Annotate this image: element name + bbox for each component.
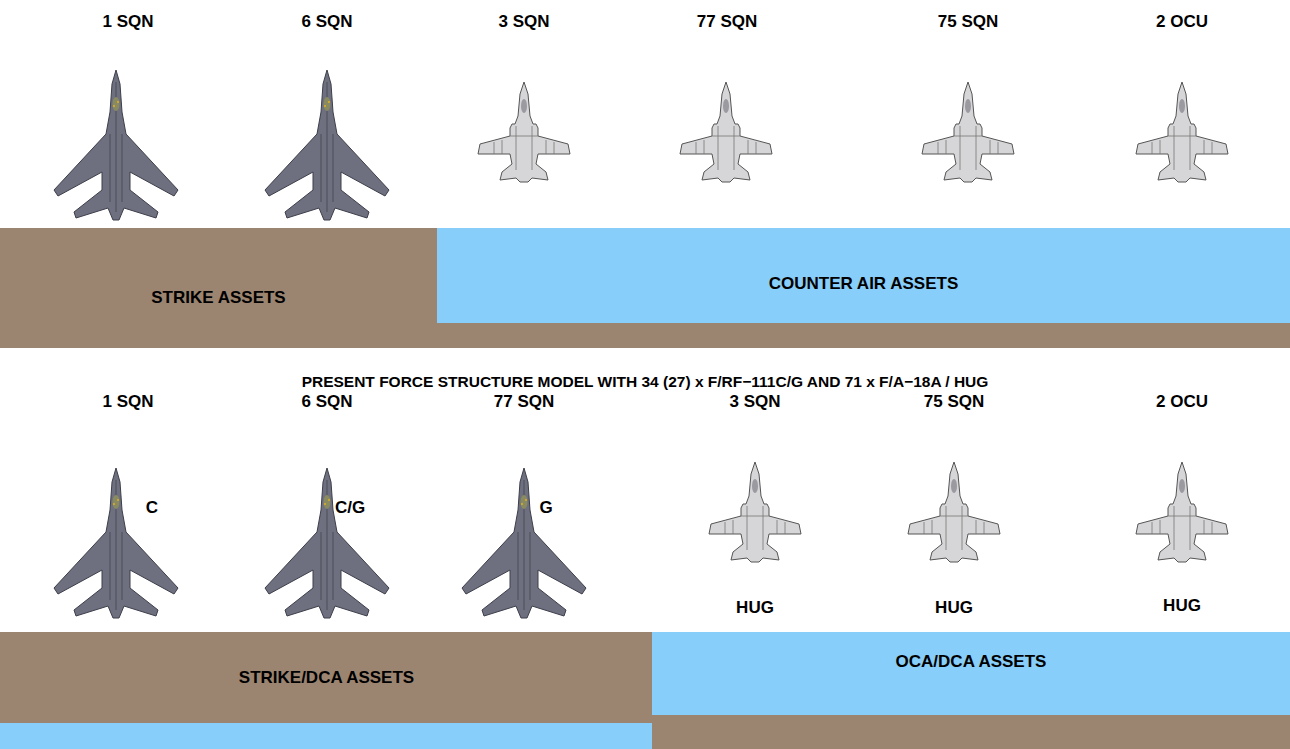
variant-label: G — [539, 498, 552, 518]
squadron-label: 1 SQN — [102, 12, 153, 32]
upgrade-label: HUG — [935, 598, 973, 618]
squadron-label: 77 SQN — [697, 12, 757, 32]
asset-band: STRIKE/DCA ASSETS — [0, 632, 653, 723]
band-label: STRIKE/DCA ASSETS — [239, 668, 414, 688]
squadron-label: 75 SQN — [938, 12, 998, 32]
band-label: STRIKE ASSETS — [151, 288, 285, 308]
squadron-label: 77 SQN — [494, 392, 554, 412]
squadron-label: 6 SQN — [301, 12, 352, 32]
squadron-label: 3 SQN — [729, 392, 780, 412]
upgrade-label: HUG — [736, 598, 774, 618]
squadron-label: 2 OCU — [1156, 12, 1208, 32]
band-label: OCA/DCA ASSETS — [896, 652, 1047, 672]
squadron-label: 75 SQN — [924, 392, 984, 412]
squadron-label: 6 SQN — [301, 392, 352, 412]
upgrade-label: HUG — [1163, 596, 1201, 616]
variant-label: C — [146, 498, 158, 518]
caption: PRESENT FORCE STRUCTURE MODEL WITH 34 (2… — [302, 373, 989, 391]
asset-band: OCA/DCA ASSETS — [652, 632, 1290, 715]
variant-label: C/G — [335, 498, 365, 518]
squadron-label: 1 SQN — [102, 392, 153, 412]
squadron-label: 2 OCU — [1156, 392, 1208, 412]
asset-band: STRIKE ASSETS — [0, 228, 437, 348]
asset-band: COUNTER AIR ASSETS — [437, 228, 1290, 323]
squadron-label: 3 SQN — [498, 12, 549, 32]
band-label: COUNTER AIR ASSETS — [769, 274, 959, 294]
